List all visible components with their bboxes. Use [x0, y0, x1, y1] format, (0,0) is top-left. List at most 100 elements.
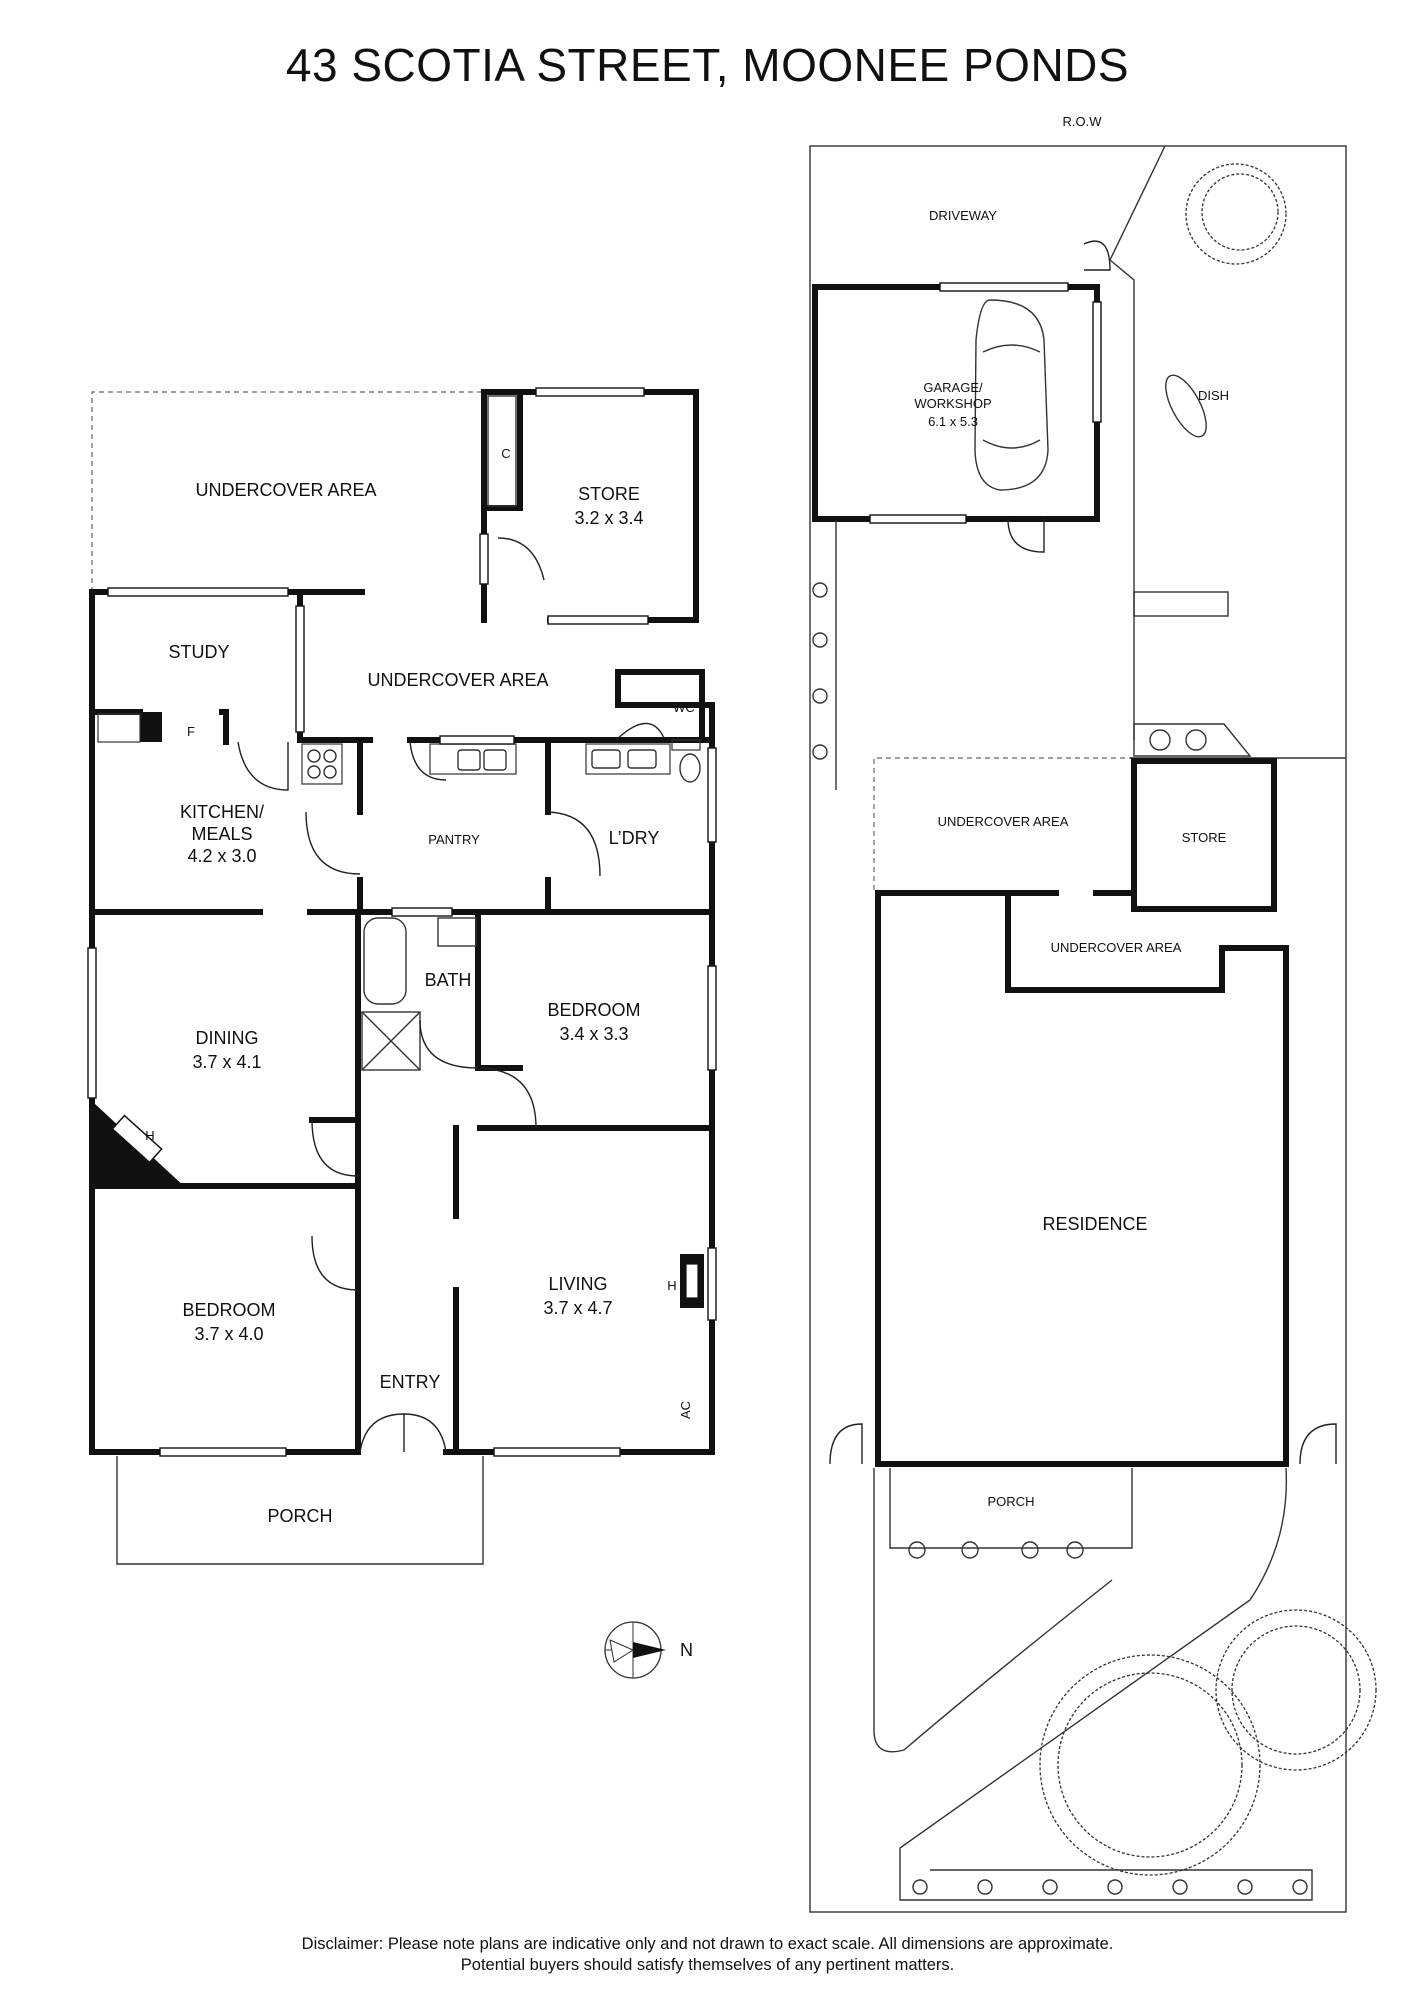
garden-light [1237, 1879, 1253, 1895]
room-size-store: 3.2 x 3.4 [574, 508, 643, 528]
window [87, 947, 97, 1099]
front-door-left[interactable] [359, 1413, 405, 1453]
clothesline [1133, 591, 1229, 617]
room-label-entry: ENTRY [380, 1372, 441, 1392]
front-path-edge [899, 1467, 1313, 1901]
page-title: 43 SCOTIA STREET, MOONEE PONDS [285, 39, 1130, 91]
stove-burner [307, 765, 321, 779]
room-label-bedroom-2: BEDROOM [182, 1300, 275, 1320]
room-label-undercover-area-2: UNDERCOVER AREA [367, 670, 548, 690]
fixture-label-fridge: F [187, 724, 195, 739]
room-label-dining: DINING [196, 1028, 259, 1048]
shower [361, 1011, 421, 1071]
internal-wall-study-kitchen [89, 589, 715, 743]
cupboard [487, 395, 517, 507]
door-store[interactable] [497, 537, 545, 581]
fence-post [812, 688, 828, 704]
window [439, 735, 515, 745]
window [535, 387, 645, 397]
window [295, 605, 305, 733]
compass-north-label: N [680, 1640, 693, 1660]
car-outline [974, 299, 1049, 491]
floor-plan [87, 387, 717, 1565]
window [547, 615, 649, 625]
porch-post [1021, 1541, 1039, 1559]
room-label-bath: BATH [425, 970, 472, 990]
laundry-tub [627, 749, 657, 769]
sink [483, 749, 507, 771]
wc-toilet [671, 739, 701, 751]
garage-window [939, 282, 1069, 292]
door-bath[interactable] [419, 1019, 479, 1069]
side-gate-right[interactable] [1299, 1423, 1337, 1465]
door-bedroom-front[interactable] [311, 1235, 359, 1291]
door-pantry-top[interactable] [409, 741, 447, 781]
wc-walls [615, 669, 705, 743]
garage-window [869, 514, 967, 524]
window [479, 533, 489, 585]
porch-outline [116, 1456, 484, 1565]
tank-pad [1133, 723, 1252, 757]
fence-post [812, 582, 828, 598]
door-dining[interactable] [311, 1119, 359, 1177]
stove-burner [323, 749, 337, 763]
site-label-row: R.O.W [1063, 114, 1103, 129]
door-bedroom[interactable] [479, 1067, 537, 1129]
site-label-garage-size: 6.1 x 5.3 [928, 414, 978, 429]
driveway-fence [1109, 259, 1135, 740]
garden-light [1292, 1879, 1308, 1895]
car-windows [982, 344, 1041, 449]
garden-light [977, 1879, 993, 1895]
door-laundry[interactable] [547, 811, 601, 877]
wall-bedroom-living [453, 1125, 715, 1455]
room-label-living: LIVING [548, 1274, 607, 1294]
side-gate-left[interactable] [829, 1423, 863, 1465]
garage-door[interactable] [1007, 518, 1045, 553]
wall-bath [309, 909, 523, 1123]
tree [1231, 1625, 1361, 1755]
front-door-right[interactable] [403, 1413, 447, 1453]
site-porch-outline [889, 1468, 1133, 1549]
stove [301, 743, 343, 785]
window [391, 907, 453, 917]
residence-walls [875, 890, 1289, 1467]
wc-bowl [679, 753, 701, 783]
gate[interactable] [1083, 240, 1111, 271]
compass [604, 1621, 666, 1679]
tree [1057, 1672, 1243, 1858]
porch-post [961, 1541, 979, 1559]
tank [1149, 729, 1171, 751]
driveway-edge [1109, 145, 1166, 261]
undercover-area-outline [91, 391, 484, 592]
room-label-pantry: PANTRY [428, 832, 480, 847]
compass-tail [609, 1639, 635, 1663]
fence-post [812, 744, 828, 760]
fixture-label-cupboard: C [501, 446, 510, 461]
tree [1201, 173, 1279, 251]
site-label-garage: GARAGE/WORKSHOP [914, 380, 991, 411]
window [707, 1247, 717, 1321]
tree [1039, 1654, 1261, 1876]
window [107, 587, 289, 597]
garden-light [912, 1879, 928, 1895]
door-wc[interactable] [615, 722, 665, 741]
tank [1185, 729, 1207, 751]
site-plan [809, 145, 1377, 1913]
garden-light [1107, 1879, 1123, 1895]
site-label-dish: DISH [1198, 388, 1229, 403]
fixture-label-heater-dining: H [145, 1128, 154, 1143]
stove-burner [307, 749, 321, 763]
wall-kitchen-top [89, 709, 229, 745]
garden-light [1042, 1879, 1058, 1895]
door-kitchen[interactable] [237, 741, 289, 791]
door-pantry-left[interactable] [305, 811, 361, 875]
porch-post [1066, 1541, 1084, 1559]
shower-cross [361, 1011, 421, 1071]
site-boundary [809, 145, 1347, 1913]
site-label-porch: PORCH [988, 1494, 1035, 1509]
disclaimer-line-1: Disclaimer: Please note plans are indica… [301, 1935, 1114, 1953]
disclaimer: Disclaimer: Please note plans are indica… [0, 1934, 1415, 1976]
heater-unit-living [685, 1263, 699, 1299]
house-outer-walls [89, 589, 715, 1455]
